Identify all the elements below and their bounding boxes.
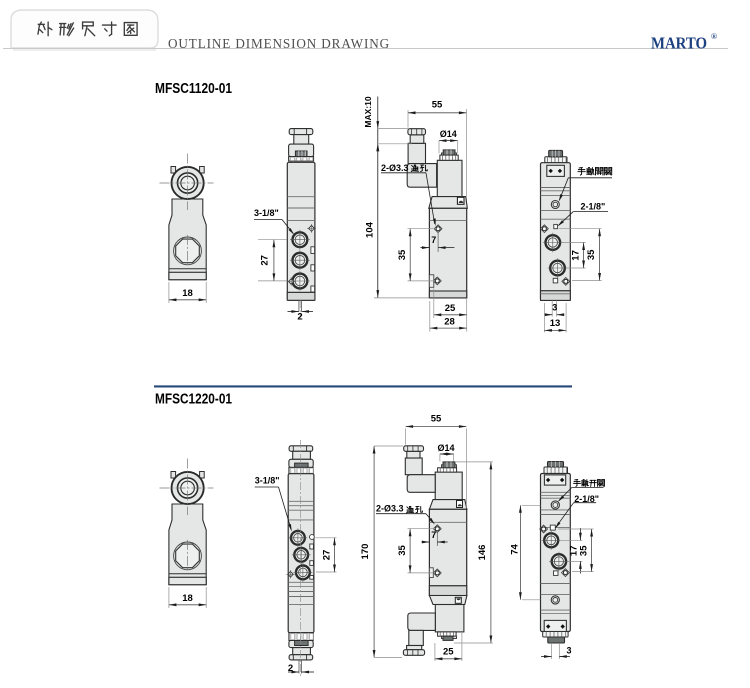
svg-text:27: 27 [321, 550, 332, 561]
svg-text:2: 2 [288, 663, 293, 674]
svg-text:35: 35 [586, 249, 597, 260]
svg-text:146: 146 [477, 545, 488, 561]
svg-text:28: 28 [444, 316, 455, 327]
svg-text:27: 27 [260, 255, 271, 266]
svg-text:3-1/8": 3-1/8" [254, 208, 279, 218]
svg-text:55: 55 [432, 100, 443, 111]
svg-text:Ø14: Ø14 [437, 443, 454, 453]
svg-text:2-Ø3.3: 2-Ø3.3 [381, 163, 409, 173]
svg-text:13: 13 [550, 318, 561, 329]
svg-text:Ø14: Ø14 [440, 129, 457, 139]
svg-text:3: 3 [567, 646, 572, 656]
svg-text:18: 18 [182, 288, 193, 299]
svg-text:25: 25 [445, 303, 456, 314]
svg-text:35: 35 [397, 249, 408, 260]
svg-text:55: 55 [431, 414, 442, 425]
svg-text:®: ® [711, 32, 717, 41]
svg-text:2-Ø3.3: 2-Ø3.3 [376, 504, 404, 514]
svg-text:MAX:10: MAX:10 [363, 96, 373, 127]
svg-text:MFSC1220-01: MFSC1220-01 [155, 392, 232, 408]
svg-text:MFSC1120-01: MFSC1120-01 [155, 81, 232, 97]
svg-text:3: 3 [552, 303, 557, 313]
svg-text:25: 25 [443, 647, 454, 658]
svg-text:104: 104 [364, 221, 375, 238]
svg-text:MARTO: MARTO [651, 34, 707, 53]
svg-text:OUTLINE DIMENSION DRAWING: OUTLINE DIMENSION DRAWING [168, 36, 390, 51]
svg-text:2-1/8": 2-1/8" [581, 201, 606, 211]
svg-text:2: 2 [297, 312, 302, 323]
svg-text:7: 7 [431, 530, 436, 540]
svg-text:35: 35 [579, 545, 590, 556]
svg-text:170: 170 [360, 544, 371, 560]
svg-text:3-1/8": 3-1/8" [255, 476, 280, 486]
svg-text:35: 35 [397, 545, 408, 556]
svg-text:7: 7 [431, 235, 436, 245]
svg-text:74: 74 [509, 544, 520, 555]
svg-text:18: 18 [182, 593, 193, 604]
svg-text:17: 17 [568, 546, 579, 557]
svg-text:17: 17 [570, 250, 581, 261]
svg-text:2-1/8": 2-1/8" [574, 494, 599, 504]
